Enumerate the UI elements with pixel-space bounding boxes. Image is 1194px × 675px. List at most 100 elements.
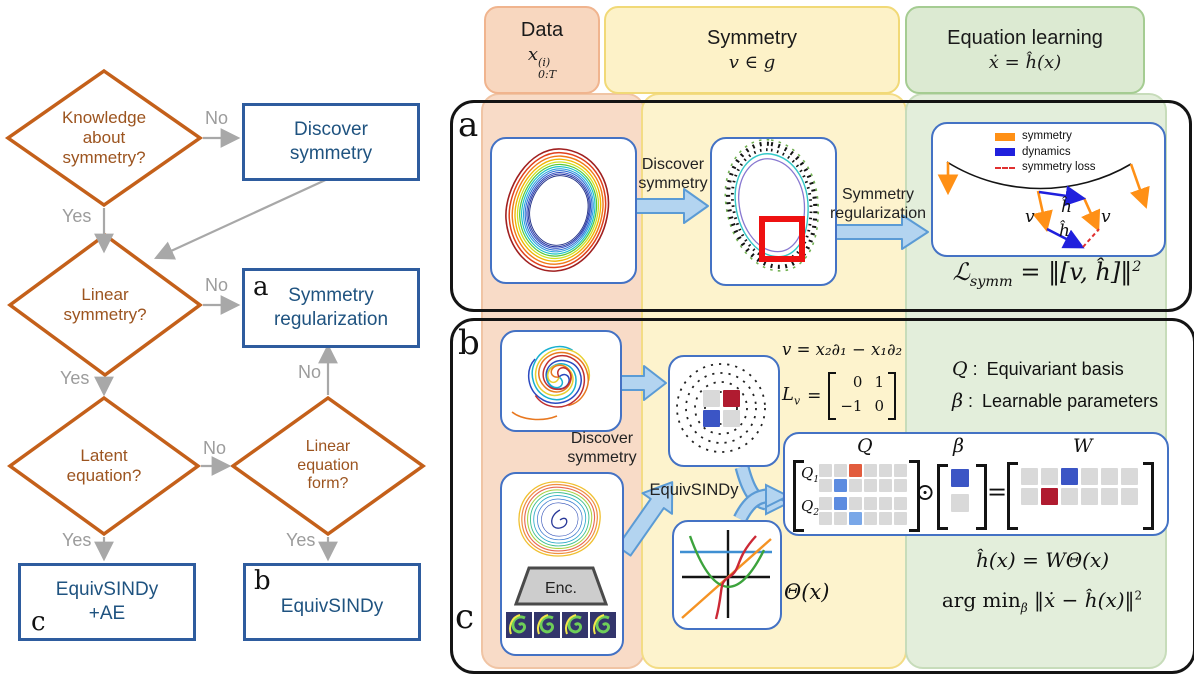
legend-symmetry-swatch [995, 132, 1015, 141]
legend-loss-label: symmetry loss [1022, 161, 1096, 173]
matrix-cell [879, 479, 892, 492]
encoder-label: Enc. [545, 580, 577, 597]
matrix-cell [834, 512, 847, 525]
panel-c-tag: c [455, 597, 475, 637]
equals-sign: = [987, 478, 1008, 506]
arrow-symmetry-regularization [825, 214, 929, 250]
matrix-cell [879, 464, 892, 477]
matrix-cell [1081, 488, 1098, 505]
diamond-linear-equation-form [229, 395, 427, 537]
spiral-thumb [590, 612, 616, 638]
diamond-knowledge-label: Knowledge about symmetry? [61, 107, 147, 168]
plot-legend: symmetry dynamics symmetry loss [995, 130, 1096, 178]
header-equation-math: ẋ = ĥ(x) [988, 52, 1062, 73]
matrix-cell [703, 410, 720, 427]
matrix-cell [849, 464, 862, 477]
Q1-grid [819, 464, 907, 492]
matrix-cell [1021, 488, 1038, 505]
panel-a-tag: a [458, 105, 479, 145]
function-library-plot [680, 530, 772, 620]
Q2-label: Q2 [801, 497, 820, 518]
beta-matrix-label: β [953, 435, 964, 457]
latent-trajectory [518, 481, 601, 557]
matrix-cell [864, 497, 877, 510]
box-equivae-tag: c [31, 607, 46, 637]
legend-symmetry-label: symmetry [1022, 130, 1072, 142]
matrix-cell [951, 494, 969, 512]
diamond-latent-equation-label: Latent equation? [66, 445, 142, 485]
box-equivsindy-ae: c EquivSINDy +AE [18, 563, 196, 641]
vector-label-v2: v [1101, 207, 1111, 227]
diamond-knowledge [4, 68, 204, 208]
diamond-linear-symmetry-label: Linear symmetry? [63, 284, 147, 324]
vector-label-v1: v [1025, 207, 1035, 227]
argmin-equation: arg minβ ‖ẋ − ĥ(x)‖2 [941, 588, 1143, 615]
W-grid [1021, 468, 1138, 505]
odot-operator: ⊙ [915, 478, 936, 506]
matrix-cell [879, 497, 892, 510]
matrix-cell [834, 479, 847, 492]
encoder-trapezoid: Enc. [514, 566, 608, 606]
symmetry-loss-plot: v ĥ v ĥ [937, 161, 1150, 249]
no-label-3: No [203, 438, 227, 458]
header-equation-title: Equation learning [947, 27, 1103, 49]
matrix-cell [1041, 488, 1058, 505]
matrix-cell [834, 497, 847, 510]
matrix-cell [894, 512, 907, 525]
panel-b-spiral-box [500, 330, 622, 432]
matrix-cell [1121, 488, 1138, 505]
arrow-discover-symmetry-a [635, 188, 709, 224]
matrix-cell [819, 497, 832, 510]
no-label-4: No [298, 362, 322, 382]
matrix-cell [1041, 468, 1058, 485]
matrix-cell [1081, 468, 1098, 485]
box-symreg-tag: a [253, 272, 269, 302]
spiral-pattern-thumbnails [506, 612, 616, 638]
header-data-title: Data [520, 19, 564, 42]
header-symmetry-math: v ∈ g [728, 52, 776, 73]
matrix-cell [894, 464, 907, 477]
box-equivsindy: b EquivSINDy [243, 563, 421, 641]
panel-a-outline [450, 100, 1192, 312]
spiral-thumb [562, 612, 588, 638]
matrix-cell [723, 410, 740, 427]
Q-matrix-label: Q [857, 435, 873, 457]
panel-a-data-box [490, 137, 637, 284]
header-data-math: x(i)0:T [527, 44, 557, 81]
matrix-cell [1021, 468, 1038, 485]
limit-cycle-field [724, 139, 820, 272]
matrix-cell [849, 479, 862, 492]
matrix-cell [849, 497, 862, 510]
diamond-linear-symmetry [7, 232, 203, 378]
header-symmetry: Symmetry v ∈ g [604, 6, 900, 94]
vector-label-h1: ĥ [1061, 196, 1072, 217]
rainbow-attractor [505, 148, 610, 272]
matrix-cell [864, 512, 877, 525]
beta-legend-line: β : Learnable parameters [952, 390, 1159, 412]
matrix-cell [1061, 468, 1078, 485]
legend-dynamics-swatch [995, 148, 1015, 157]
matrix-cell [1101, 488, 1118, 505]
spiral-thumb [506, 612, 532, 638]
panel-b-library-box [672, 520, 782, 630]
legend-dynamics-label: dynamics [1022, 145, 1071, 158]
panel-b-matrix-box: Q β W Q1 Q2 ⊙ = [783, 432, 1169, 536]
legend-loss-swatch [995, 166, 1015, 169]
W-matrix-label: W [1073, 435, 1093, 457]
Q2-grid [819, 497, 907, 525]
yes-label-2: Yes [60, 368, 90, 388]
q-legend-line: Q : Equivariant basis [952, 358, 1124, 380]
spiral-thumb [534, 612, 560, 638]
diamond-linear-equation-form-label: Linear equation form? [297, 437, 359, 493]
equivsindy-label: EquivSINDy [649, 481, 739, 499]
matrix-cell [864, 464, 877, 477]
vector-label-h2: ĥ [1059, 220, 1070, 241]
yes-label-4: Yes [286, 530, 316, 550]
matrix-cell [894, 479, 907, 492]
matrix-cell [819, 464, 832, 477]
yes-label-3: Yes [62, 530, 92, 550]
matrix-cell [864, 479, 877, 492]
matrix-cell [894, 497, 907, 510]
